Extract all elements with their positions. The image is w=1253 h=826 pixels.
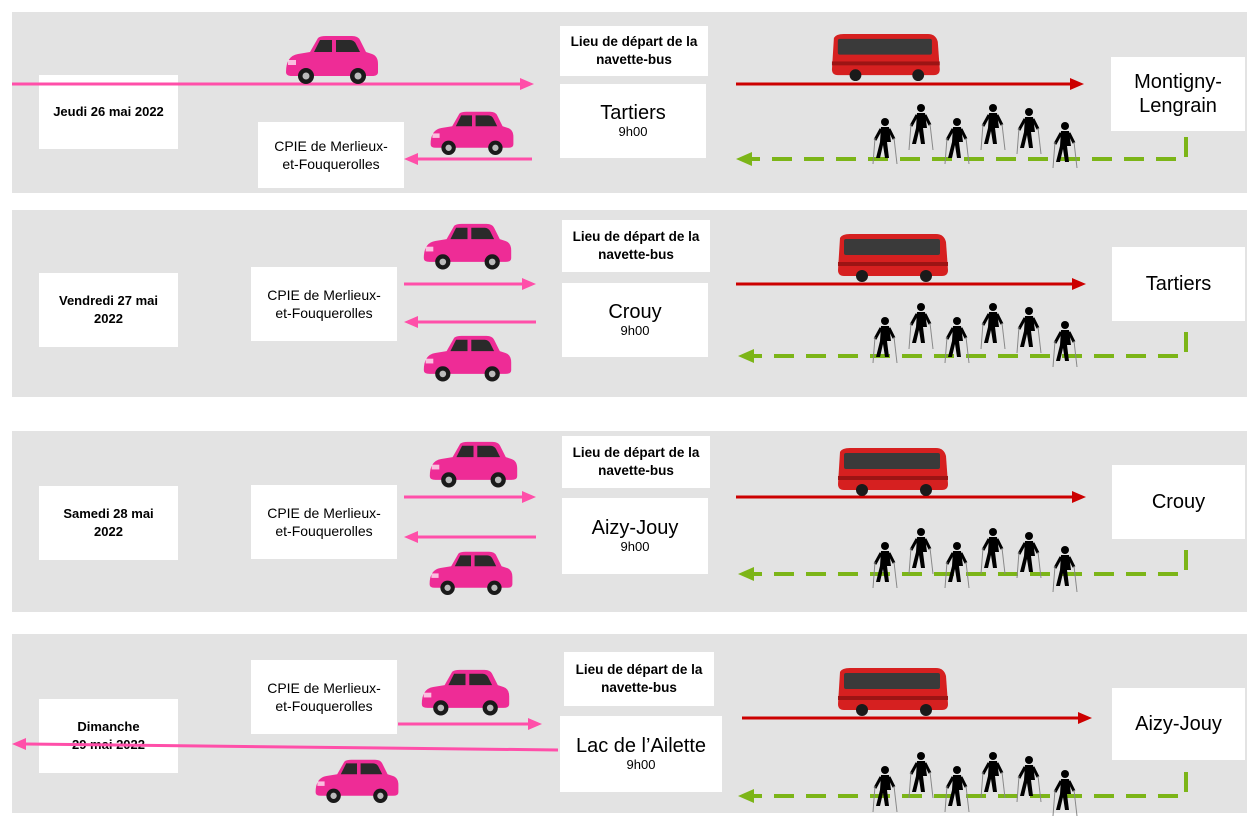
cpie-label: CPIE de Merlieux-et-Fouquerolles [267, 680, 381, 714]
lieu-depart-label: Lieu de départ de la navette-bus [572, 229, 700, 262]
start-time: 9h00 [626, 757, 656, 772]
bus-icon [838, 448, 948, 496]
cpie-label: CPIE de Merlieux-et-Fouquerolles [267, 505, 381, 539]
row-3-graphics [404, 441, 1188, 595]
hikers-icon [873, 528, 1077, 592]
destination-line-1: Aizy-Jouy [1135, 713, 1222, 735]
start-time: 9h00 [620, 323, 650, 338]
cpie-box: CPIE de Merlieux-et-Fouquerolles [258, 122, 404, 188]
start-box: Crouy 9h00 [562, 283, 708, 357]
hikers-icon [873, 752, 1077, 816]
destination-box: Crouy [1112, 465, 1245, 539]
lieu-depart-box: Lieu de départ de la navette-bus [564, 652, 714, 706]
cpie-label: CPIE de Merlieux-et-Fouquerolles [274, 138, 388, 172]
lieu-depart-label: Lieu de départ de la navette-bus [575, 662, 703, 695]
date-line-1: Dimanche [77, 719, 140, 734]
bus-icon [831, 34, 940, 82]
car-icon [315, 759, 399, 803]
date-line-1: Samedi 28 mai [63, 506, 154, 521]
date-box: Dimanche 29 mai 2022 [39, 699, 178, 773]
start-place: Tartiers [600, 102, 666, 124]
destination-line-2: Lengrain [1139, 95, 1217, 117]
row-1-graphics [12, 34, 1188, 168]
cpie-box: CPIE de Merlieux-et-Fouquerolles [251, 660, 397, 734]
lieu-depart-box: Lieu de départ de la navette-bus [562, 436, 710, 488]
start-time: 9h00 [620, 539, 650, 554]
destination-line-1: Crouy [1151, 491, 1206, 513]
start-time: 9h00 [618, 124, 648, 139]
start-box: Aizy-Jouy 9h00 [562, 498, 708, 574]
destination-line-1: Tartiers [1145, 273, 1212, 295]
date-box: Vendredi 27 mai 2022 [39, 273, 178, 347]
car-icon [423, 335, 512, 382]
car-icon [429, 551, 513, 595]
lieu-depart-box: Lieu de départ de la navette-bus [560, 26, 708, 76]
cpie-box: CPIE de Merlieux-et-Fouquerolles [251, 267, 397, 341]
car-icon [421, 669, 510, 716]
destination-box: Tartiers [1112, 247, 1245, 321]
start-box: Lac de l’Ailette 9h00 [560, 716, 722, 792]
lieu-depart-label: Lieu de départ de la navette-bus [570, 34, 698, 67]
start-box: Tartiers 9h00 [560, 84, 706, 158]
date-box: Jeudi 26 mai 2022 [39, 75, 178, 149]
date-line-1: Vendredi 27 mai [59, 293, 158, 308]
bus-icon [838, 668, 948, 716]
date-line-2: 2022 [94, 524, 123, 539]
date-line-1: Jeudi 26 mai 2022 [53, 104, 164, 119]
destination-line-1: Montigny- [1134, 71, 1222, 93]
lieu-depart-label: Lieu de départ de la navette-bus [572, 445, 700, 478]
car-icon [429, 441, 518, 488]
start-place: Crouy [608, 301, 662, 323]
car-icon [430, 111, 514, 155]
row-2-graphics [404, 223, 1188, 382]
start-place: Aizy-Jouy [591, 517, 679, 539]
row-4-graphics [12, 668, 1188, 816]
bus-icon [838, 234, 948, 282]
car-icon [423, 223, 512, 270]
date-box: Samedi 28 mai 2022 [39, 486, 178, 560]
destination-box: Aizy-Jouy [1112, 688, 1245, 760]
date-line-2: 2022 [94, 311, 123, 326]
cpie-box: CPIE de Merlieux-et-Fouquerolles [251, 485, 397, 559]
lieu-depart-box: Lieu de départ de la navette-bus [562, 220, 710, 272]
car-icon [286, 36, 378, 84]
cpie-label: CPIE de Merlieux-et-Fouquerolles [267, 287, 381, 321]
destination-box: Montigny- Lengrain [1111, 57, 1245, 131]
start-place: Lac de l’Ailette [575, 735, 707, 757]
